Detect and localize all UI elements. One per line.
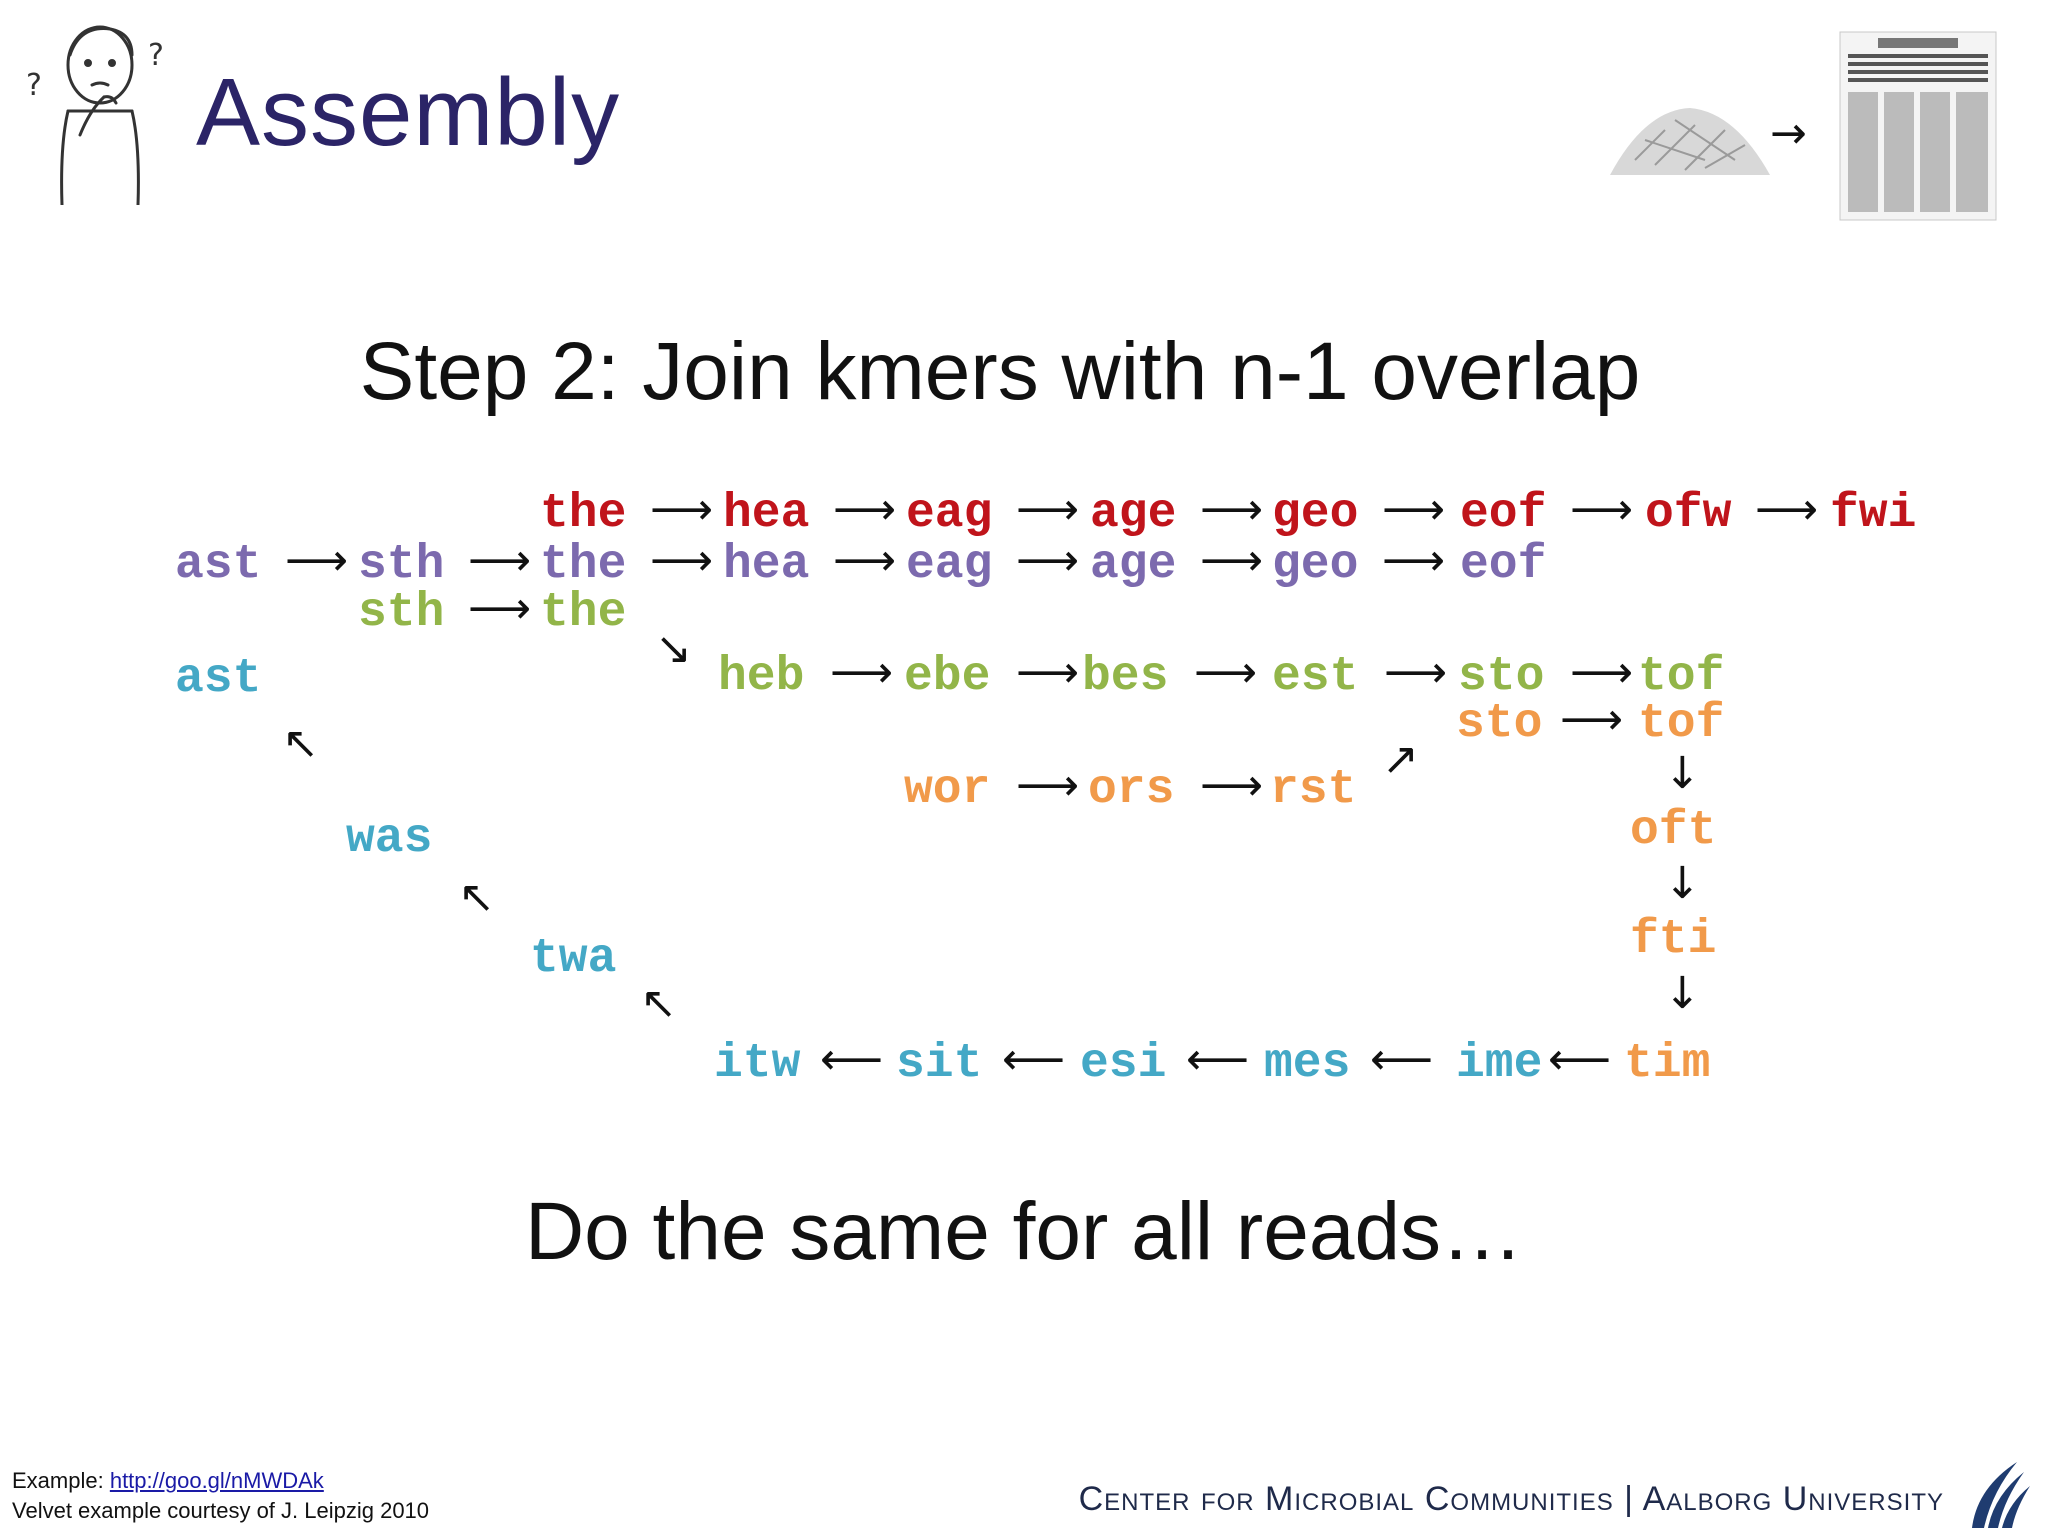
step-heading: Step 2: Join kmers with n-1 overlap: [359, 326, 1641, 417]
edge-arrow-icon: ⟵: [820, 1034, 884, 1085]
edge-arrow-icon: ↓: [1664, 748, 1701, 799]
kmer-green: heb: [718, 650, 805, 704]
kmer-red: eag: [906, 487, 993, 541]
kmer-green: ebe: [904, 650, 991, 704]
edge-arrow-icon: ⟶: [650, 535, 714, 586]
kmer-red: age: [1090, 487, 1177, 541]
edge-arrow-icon: ⟶: [830, 647, 894, 698]
svg-text:?: ?: [26, 68, 42, 103]
example-link[interactable]: http://goo.gl/nMWDAk: [109, 1468, 324, 1493]
kmer-teal: ime: [1456, 1037, 1543, 1091]
kmer-red: eof: [1460, 487, 1547, 541]
kmer-orange: sto: [1456, 697, 1543, 751]
kmer-green: tof: [1638, 650, 1725, 704]
kmer-purple: the: [540, 538, 627, 592]
edge-arrow-icon: ↓: [1664, 968, 1701, 1019]
kmer-orange: oft: [1630, 804, 1717, 858]
edge-arrow-icon: ⟵: [1002, 1034, 1066, 1085]
kmer-purple: sth: [358, 538, 445, 592]
thinking-person-icon: ? ?: [26, 25, 164, 205]
velvet-credit: Velvet example courtesy of J. Leipzig 20…: [12, 1498, 430, 1523]
kmer-red: hea: [723, 487, 810, 541]
kmer-red: the: [540, 487, 627, 541]
example-credit: Example: http://goo.gl/nMWDAk: [12, 1468, 324, 1494]
edge-arrow-icon: ⟶: [468, 583, 532, 634]
edge-arrow-icon: ⟶: [1016, 760, 1080, 811]
kmer-purple: ast: [175, 538, 262, 592]
newspaper-icon: [1839, 31, 1997, 221]
kmer-orange: tim: [1624, 1037, 1711, 1091]
kmer-teal: ast: [175, 652, 262, 706]
example-label: Example:: [12, 1468, 110, 1493]
edge-arrow-icon: ⟵: [1548, 1034, 1612, 1085]
kmer-green: sto: [1458, 650, 1545, 704]
edge-arrow-icon: ⟶: [833, 484, 897, 535]
edge-arrow-icon: ⟶: [1016, 484, 1080, 535]
edge-arrow-icon: ⟶: [1016, 647, 1080, 698]
edge-arrow-icon: ⟶: [1570, 647, 1634, 698]
kmer-teal: twa: [530, 932, 617, 986]
kmer-green: the: [540, 586, 627, 640]
shredded-paper-icon: [1610, 108, 1770, 175]
edge-arrow-icon: ⟶: [1382, 484, 1446, 535]
kmer-purple: eag: [906, 538, 993, 592]
kmer-orange: rst: [1270, 763, 1357, 817]
kmer-purple: eof: [1460, 538, 1547, 592]
edge-arrow-icon: ⟶: [285, 535, 349, 586]
kmer-red: fwi: [1830, 487, 1917, 541]
kmer-purple: age: [1090, 538, 1177, 592]
edge-arrow-icon: ⟶: [1384, 647, 1448, 698]
kmer-green: sth: [358, 586, 445, 640]
aalborg-university-logo-icon: [1972, 1462, 2030, 1528]
edge-arrow-icon: ⟶: [1570, 484, 1634, 535]
kmer-orange: wor: [904, 763, 991, 817]
edge-arrow-icon: ⟶: [1016, 535, 1080, 586]
kmer-orange: tof: [1638, 697, 1725, 751]
kmer-purple: hea: [723, 538, 810, 592]
edge-arrow-icon: ↖: [458, 872, 495, 923]
organization-name: Center for Microbial Communities | Aalbo…: [1078, 1480, 1944, 1518]
kmer-red: ofw: [1645, 487, 1732, 541]
kmer-green: est: [1272, 650, 1359, 704]
edge-arrow-icon: ↗: [1382, 734, 1419, 785]
svg-text:?: ?: [148, 38, 164, 73]
edge-arrow-icon: ⟶: [1755, 484, 1819, 535]
page-title: Assembly: [196, 59, 621, 166]
transform-arrow-icon: →: [1770, 108, 1807, 159]
kmer-red: geo: [1272, 487, 1359, 541]
edge-arrow-icon: ⟶: [1560, 694, 1624, 745]
edge-arrow-icon: ⟶: [1200, 760, 1264, 811]
edge-arrow-icon: ⟶: [1200, 535, 1264, 586]
edge-arrow-icon: ↘: [655, 623, 692, 674]
kmer-purple: geo: [1272, 538, 1359, 592]
edge-arrow-icon: ↖: [282, 718, 319, 769]
edge-arrow-icon: ⟶: [468, 535, 532, 586]
edge-arrow-icon: ⟵: [1186, 1034, 1250, 1085]
kmer-green: bes: [1082, 650, 1169, 704]
kmer-teal: was: [346, 812, 433, 866]
edge-arrow-icon: ⟶: [650, 484, 714, 535]
edge-arrow-icon: ⟶: [1194, 647, 1258, 698]
kmer-teal: itw: [714, 1037, 801, 1091]
kmer-orange: ors: [1088, 763, 1175, 817]
kmer-teal: mes: [1264, 1037, 1351, 1091]
edge-arrow-icon: ⟶: [833, 535, 897, 586]
kmer-orange: fti: [1630, 913, 1717, 967]
edge-arrow-icon: ⟶: [1382, 535, 1446, 586]
edge-arrow-icon: ⟵: [1370, 1034, 1434, 1085]
edge-arrow-icon: ↖: [640, 978, 677, 1029]
kmer-teal: esi: [1080, 1037, 1167, 1091]
edge-arrow-icon: ↓: [1664, 858, 1701, 909]
kmer-teal: sit: [896, 1037, 983, 1091]
edge-arrow-icon: ⟶: [1200, 484, 1264, 535]
closing-text: Do the same for all reads…: [524, 1186, 1524, 1277]
